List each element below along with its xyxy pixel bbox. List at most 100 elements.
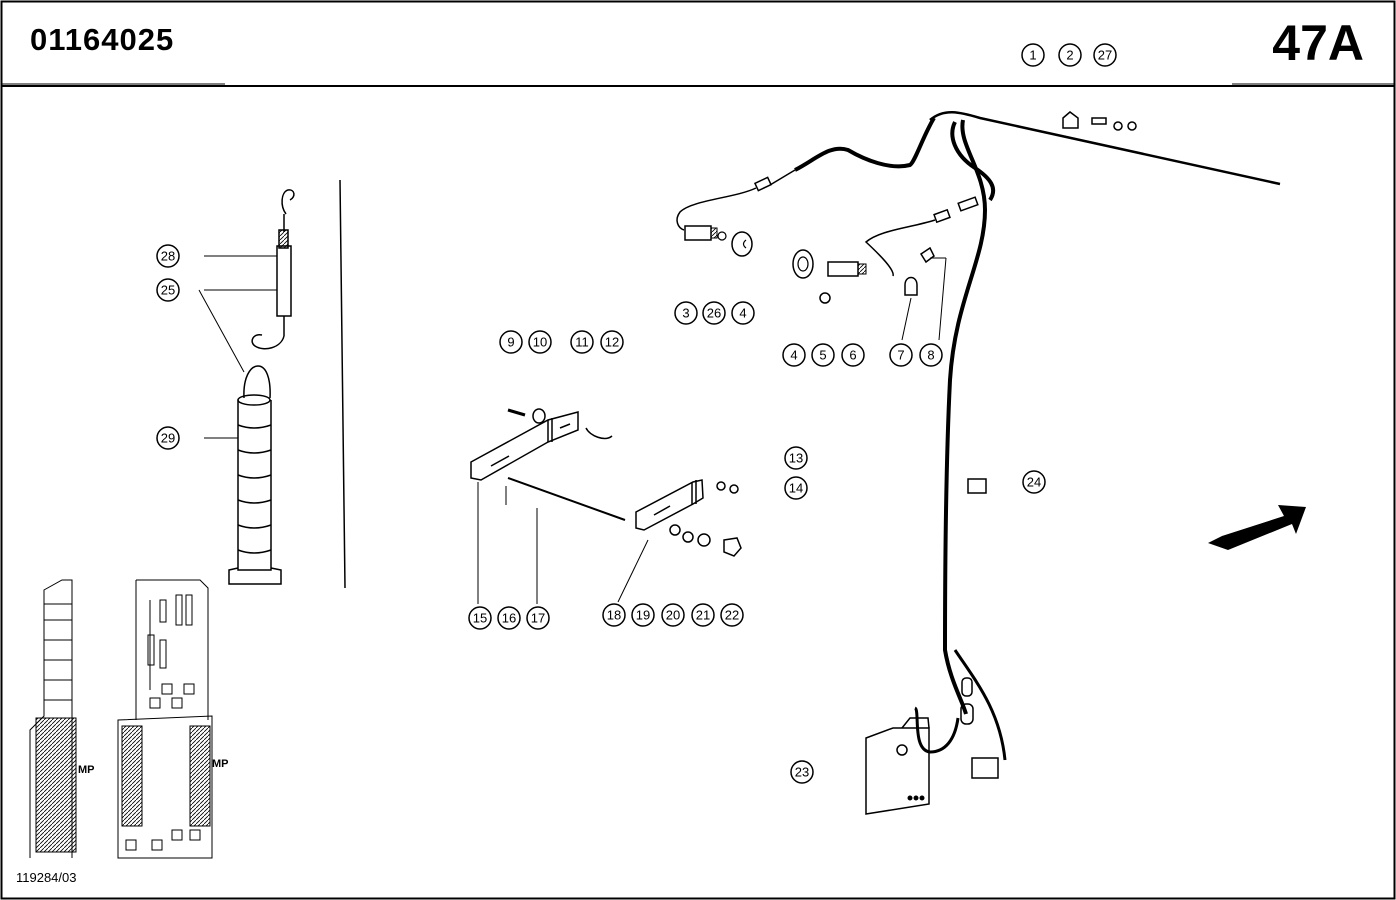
cable-harness-drawing	[676, 111, 1281, 815]
callout-14: 14	[784, 476, 808, 500]
callout-circle	[526, 606, 550, 630]
callout-label: 8	[927, 348, 934, 363]
callout-6: 6	[841, 343, 865, 367]
callout-10: 10	[528, 330, 552, 354]
callout-29: 29	[156, 426, 180, 450]
direction-arrow	[1208, 505, 1306, 550]
callout-circle	[600, 330, 624, 354]
callout-circle	[1093, 43, 1117, 67]
callout-28: 28	[156, 244, 180, 268]
callout-circle	[919, 343, 943, 367]
callout-label: 29	[161, 431, 175, 446]
callout-25: 25	[156, 278, 180, 302]
callout-8: 8	[919, 343, 943, 367]
callout-label: 4	[790, 348, 797, 363]
callout-label: 22	[725, 608, 739, 623]
callout-label: 14	[789, 481, 803, 496]
callout-label: 9	[507, 335, 514, 350]
callout-label: 12	[605, 335, 619, 350]
callout-circle	[784, 476, 808, 500]
callout-circle	[782, 343, 806, 367]
callout-4: 4	[731, 301, 755, 325]
callout-circle	[1058, 43, 1082, 67]
callout-circle	[497, 606, 521, 630]
callout-label: 26	[707, 306, 721, 321]
callout-circle	[570, 330, 594, 354]
callout-circle	[1022, 470, 1046, 494]
part-number: 01164025	[30, 22, 175, 57]
inset-drawing	[29, 579, 213, 859]
callout-label: 5	[819, 348, 826, 363]
callout-24: 24	[1022, 470, 1046, 494]
callout-12: 12	[600, 330, 624, 354]
callout-26: 26	[702, 301, 726, 325]
callout-circle	[691, 603, 715, 627]
callout-15: 15	[468, 606, 492, 630]
callout-27: 27	[1093, 43, 1117, 67]
callout-label: 25	[161, 283, 175, 298]
inset-label-right: MP	[212, 758, 229, 770]
callout-label: 23	[795, 765, 809, 780]
callout-label: 2	[1066, 48, 1073, 63]
callout-5: 5	[811, 343, 835, 367]
drawing-reference: 119284/03	[16, 870, 77, 885]
callout-circle	[784, 446, 808, 470]
callout-circle	[156, 278, 180, 302]
callout-circle	[156, 426, 180, 450]
callout-circle	[499, 330, 523, 354]
callout-label: 1	[1029, 48, 1036, 63]
callout-4: 4	[782, 343, 806, 367]
callout-circle	[661, 603, 685, 627]
callout-13: 13	[784, 446, 808, 470]
callout-label: 3	[682, 306, 689, 321]
callout-circle	[731, 301, 755, 325]
callout-label: 19	[636, 608, 650, 623]
callout-20: 20	[661, 603, 685, 627]
callout-11: 11	[570, 330, 594, 354]
callout-19: 19	[631, 603, 655, 627]
callout-circle	[468, 606, 492, 630]
callout-label: 27	[1098, 48, 1112, 63]
callout-circle	[889, 343, 913, 367]
callout-1: 1	[1021, 43, 1045, 67]
callout-22: 22	[720, 603, 744, 627]
callout-label: 13	[789, 451, 803, 466]
callout-label: 18	[607, 608, 621, 623]
callout-21: 21	[691, 603, 715, 627]
callout-circle	[702, 301, 726, 325]
callout-circle	[790, 760, 814, 784]
callout-circle	[631, 603, 655, 627]
callout-23: 23	[790, 760, 814, 784]
callout-circle	[602, 603, 626, 627]
callout-2: 2	[1058, 43, 1082, 67]
callout-label: 17	[531, 611, 545, 626]
callout-circle	[811, 343, 835, 367]
callout-label: 24	[1027, 475, 1041, 490]
callout-label: 7	[897, 348, 904, 363]
callout-label: 11	[575, 335, 589, 350]
callout-3: 3	[674, 301, 698, 325]
spring-tool-drawing	[198, 189, 295, 585]
callout-label: 28	[161, 249, 175, 264]
callout-label: 6	[849, 348, 856, 363]
callout-16: 16	[497, 606, 521, 630]
callout-9: 9	[499, 330, 523, 354]
callout-circle	[841, 343, 865, 367]
callout-circle	[156, 244, 180, 268]
inset-label-left: MP	[78, 764, 95, 776]
callout-label: 15	[473, 611, 487, 626]
page-code: 47A	[1272, 15, 1364, 71]
callout-circle	[528, 330, 552, 354]
callout-circle	[1021, 43, 1045, 67]
callout-label: 4	[739, 306, 746, 321]
bracket-assembly-drawing	[470, 408, 742, 604]
callout-label: 20	[666, 608, 680, 623]
callout-7: 7	[889, 343, 913, 367]
callout-18: 18	[602, 603, 626, 627]
callout-circle	[720, 603, 744, 627]
callout-label: 16	[502, 611, 516, 626]
